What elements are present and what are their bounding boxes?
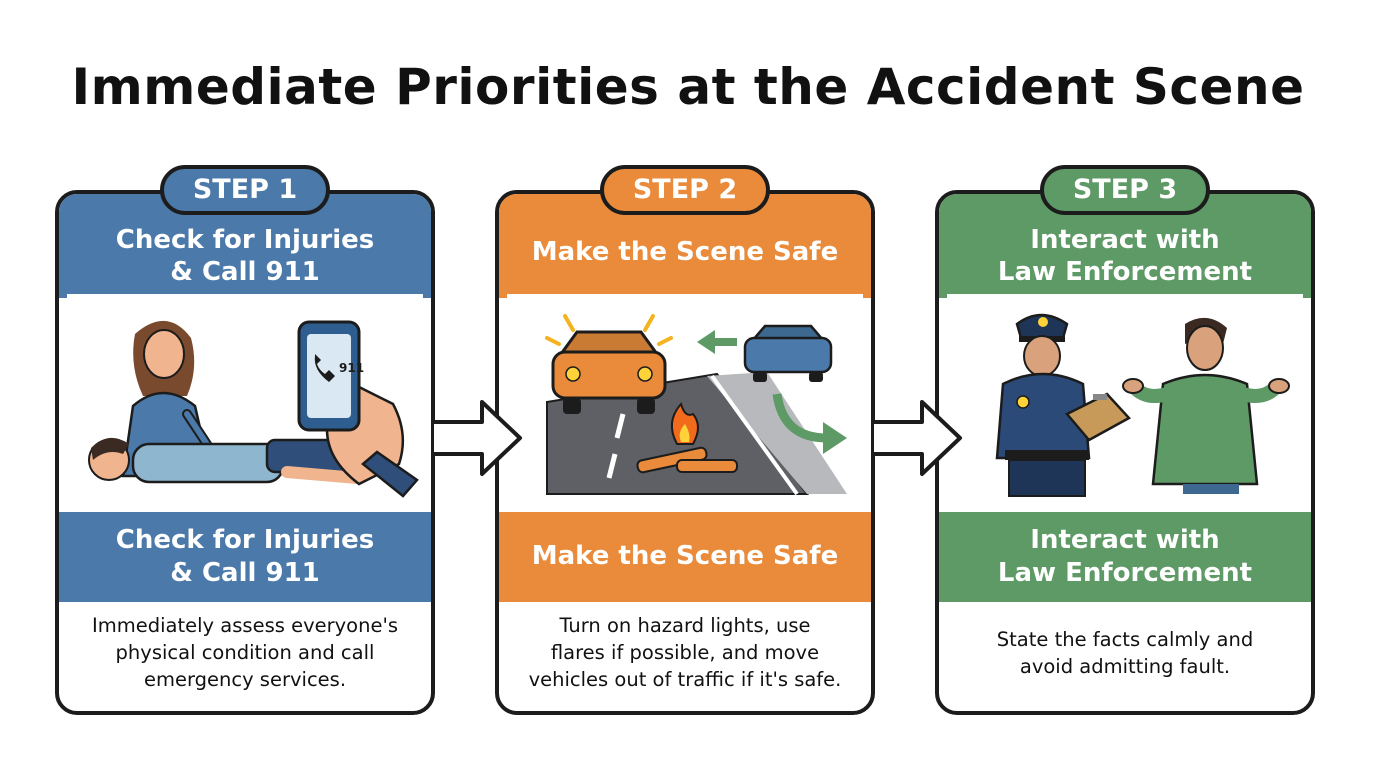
step-3-description: State the facts calmly and avoid admitti… bbox=[996, 627, 1254, 678]
step-3-illustration bbox=[947, 294, 1303, 512]
arrow-right-icon bbox=[432, 398, 524, 478]
arrow-left-icon bbox=[697, 330, 737, 354]
police-officer-icon bbox=[995, 313, 1131, 497]
step-3-card: Interact with Law Enforcement bbox=[935, 190, 1315, 715]
step-3-mid-band: Interact with Law Enforcement bbox=[939, 512, 1311, 602]
step-3-heading-top: Interact with Law Enforcement bbox=[997, 225, 1253, 287]
step-1-card: Check for Injuries & Call 911 bbox=[55, 190, 435, 715]
phone-icon: 911 bbox=[297, 320, 419, 498]
move-arrow-icon bbox=[772, 393, 847, 454]
step-3-heading-mid: Interact with Law Enforcement bbox=[997, 525, 1253, 588]
car-icon bbox=[545, 314, 673, 414]
step-1-mid-band: Check for Injuries & Call 911 bbox=[59, 512, 431, 602]
step-2-illustration bbox=[507, 294, 863, 512]
step-2-heading-mid: Make the Scene Safe bbox=[531, 541, 839, 571]
person-icon bbox=[1122, 317, 1290, 494]
step-2-description-box: Turn on hazard lights, use flares if pos… bbox=[507, 602, 863, 703]
second-car-icon bbox=[743, 324, 833, 382]
step-2-card: Make the Scene Safe bbox=[495, 190, 875, 715]
step-2-description: Turn on hazard lights, use flares if pos… bbox=[528, 614, 842, 691]
step-1-label: STEP 1 bbox=[160, 165, 330, 215]
step-1-heading-top: Check for Injuries & Call 911 bbox=[115, 225, 375, 287]
arrow-right-icon bbox=[872, 398, 964, 478]
step-3-header-band: Interact with Law Enforcement bbox=[939, 194, 1311, 298]
step-2-label: STEP 2 bbox=[600, 165, 770, 215]
phone-911-text: 911 bbox=[339, 361, 364, 375]
step-2-heading-top: Make the Scene Safe bbox=[531, 237, 839, 267]
step-2-mid-band: Make the Scene Safe bbox=[499, 512, 871, 602]
step-1-illustration: 911 bbox=[67, 294, 423, 512]
step-1-heading-mid: Check for Injuries & Call 911 bbox=[115, 525, 375, 588]
page-title: Immediate Priorities at the Accident Sce… bbox=[71, 58, 1305, 116]
flare-icon bbox=[636, 401, 738, 474]
step-2-header-band: Make the Scene Safe bbox=[499, 194, 871, 298]
step-1-description: Immediately assess everyone's physical c… bbox=[92, 614, 398, 691]
step-3-description-box: State the facts calmly and avoid admitti… bbox=[947, 602, 1303, 703]
step-1-description-box: Immediately assess everyone's physical c… bbox=[67, 602, 423, 703]
step-3-label: STEP 3 bbox=[1040, 165, 1210, 215]
